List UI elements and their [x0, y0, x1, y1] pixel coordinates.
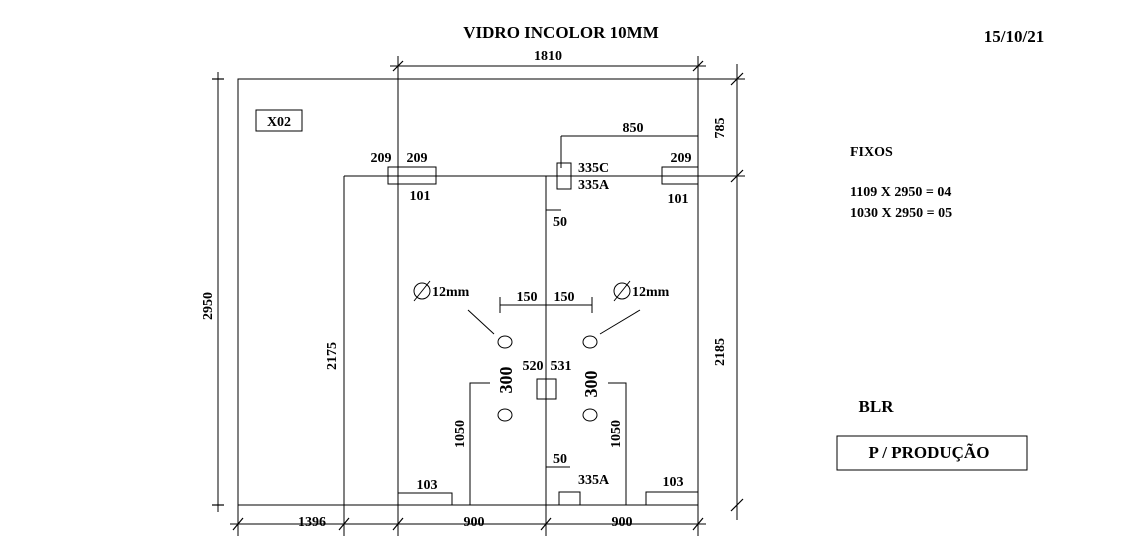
status-label: P / PRODUÇÃO — [869, 443, 990, 462]
status-box — [836, 435, 1028, 471]
dim-height-left: 2950 — [201, 292, 216, 320]
bottom-fitting-right — [645, 491, 699, 506]
hinge-left — [387, 166, 437, 185]
bottom-fitting-left — [397, 492, 453, 506]
center-lock — [536, 378, 557, 400]
hw-left-a: 209 — [371, 151, 392, 166]
dim-right-main: 2185 — [713, 338, 728, 366]
dim-handle-left: 1050 — [453, 420, 468, 448]
dim-handle-right: 1050 — [609, 420, 624, 448]
hw-left-c: 101 — [410, 189, 431, 204]
dim-lock-left: 520 — [523, 359, 544, 374]
hinge-right — [661, 166, 699, 185]
hole-right-bottom — [582, 408, 598, 422]
center-top-fitting — [556, 162, 572, 190]
dim-bottom-2: 900 — [464, 515, 485, 530]
drawing-date: 15/10/21 — [984, 27, 1044, 46]
panel-tag: X02 — [267, 115, 291, 130]
dim-top-width: 1810 — [534, 49, 562, 64]
notes-line-1: 1109 X 2950 = 04 — [850, 185, 951, 200]
hw-center-a: 335C — [578, 161, 609, 176]
hw-left-b: 209 — [407, 151, 428, 166]
dim-bottom-3: 900 — [612, 515, 633, 530]
hole-right-leader — [599, 309, 641, 335]
hw-center-b: 335A — [578, 178, 610, 193]
dim-bottom-1: 1396 — [298, 515, 326, 530]
outer-frame — [237, 78, 699, 506]
diameter-symbol-right — [613, 282, 631, 300]
dim-inner-left: 2175 — [325, 342, 340, 370]
dim-center-gap-top: 50 — [553, 215, 567, 230]
right-dim-tick-bottom — [730, 498, 744, 512]
hole-left-bottom — [497, 408, 513, 422]
dim-hole-offset-right: 150 — [554, 290, 575, 305]
hole-left-top — [497, 335, 513, 349]
dim-lock-right: 531 — [551, 359, 572, 374]
center-bottom-fitting — [558, 491, 581, 506]
hole-left-size: 12mm — [432, 285, 470, 300]
notes-line-2: 1030 X 2950 = 05 — [850, 206, 952, 221]
dim-hole-spacing-left: 300 — [496, 367, 516, 394]
drawing-title: VIDRO INCOLOR 10MM — [463, 23, 659, 42]
hole-left-leader — [467, 309, 495, 335]
diameter-symbol-left — [413, 282, 431, 300]
diameter-slash-left — [413, 280, 431, 302]
handle-bracket-right — [608, 382, 627, 505]
client-code: BLR — [859, 397, 895, 416]
hole-right-top — [582, 335, 598, 349]
hw-bottom-left: 103 — [417, 478, 438, 493]
panel-tag-box — [255, 109, 303, 132]
dim-right-top: 785 — [713, 118, 728, 139]
diameter-slash-right — [613, 280, 631, 302]
hw-center-bottom: 335A — [578, 473, 610, 488]
dim-to-center-top: 850 — [623, 121, 644, 136]
notes-heading: FIXOS — [850, 145, 893, 160]
handle-bracket-left — [469, 382, 490, 505]
hw-bottom-right: 103 — [663, 475, 684, 490]
dim-hole-offset-left: 150 — [517, 290, 538, 305]
hw-right-c: 101 — [668, 192, 689, 207]
hw-right-a: 209 — [671, 151, 692, 166]
dim-hole-spacing-right: 300 — [581, 371, 601, 398]
dim-center-gap-bottom: 50 — [553, 452, 567, 467]
hole-right-size: 12mm — [632, 285, 670, 300]
